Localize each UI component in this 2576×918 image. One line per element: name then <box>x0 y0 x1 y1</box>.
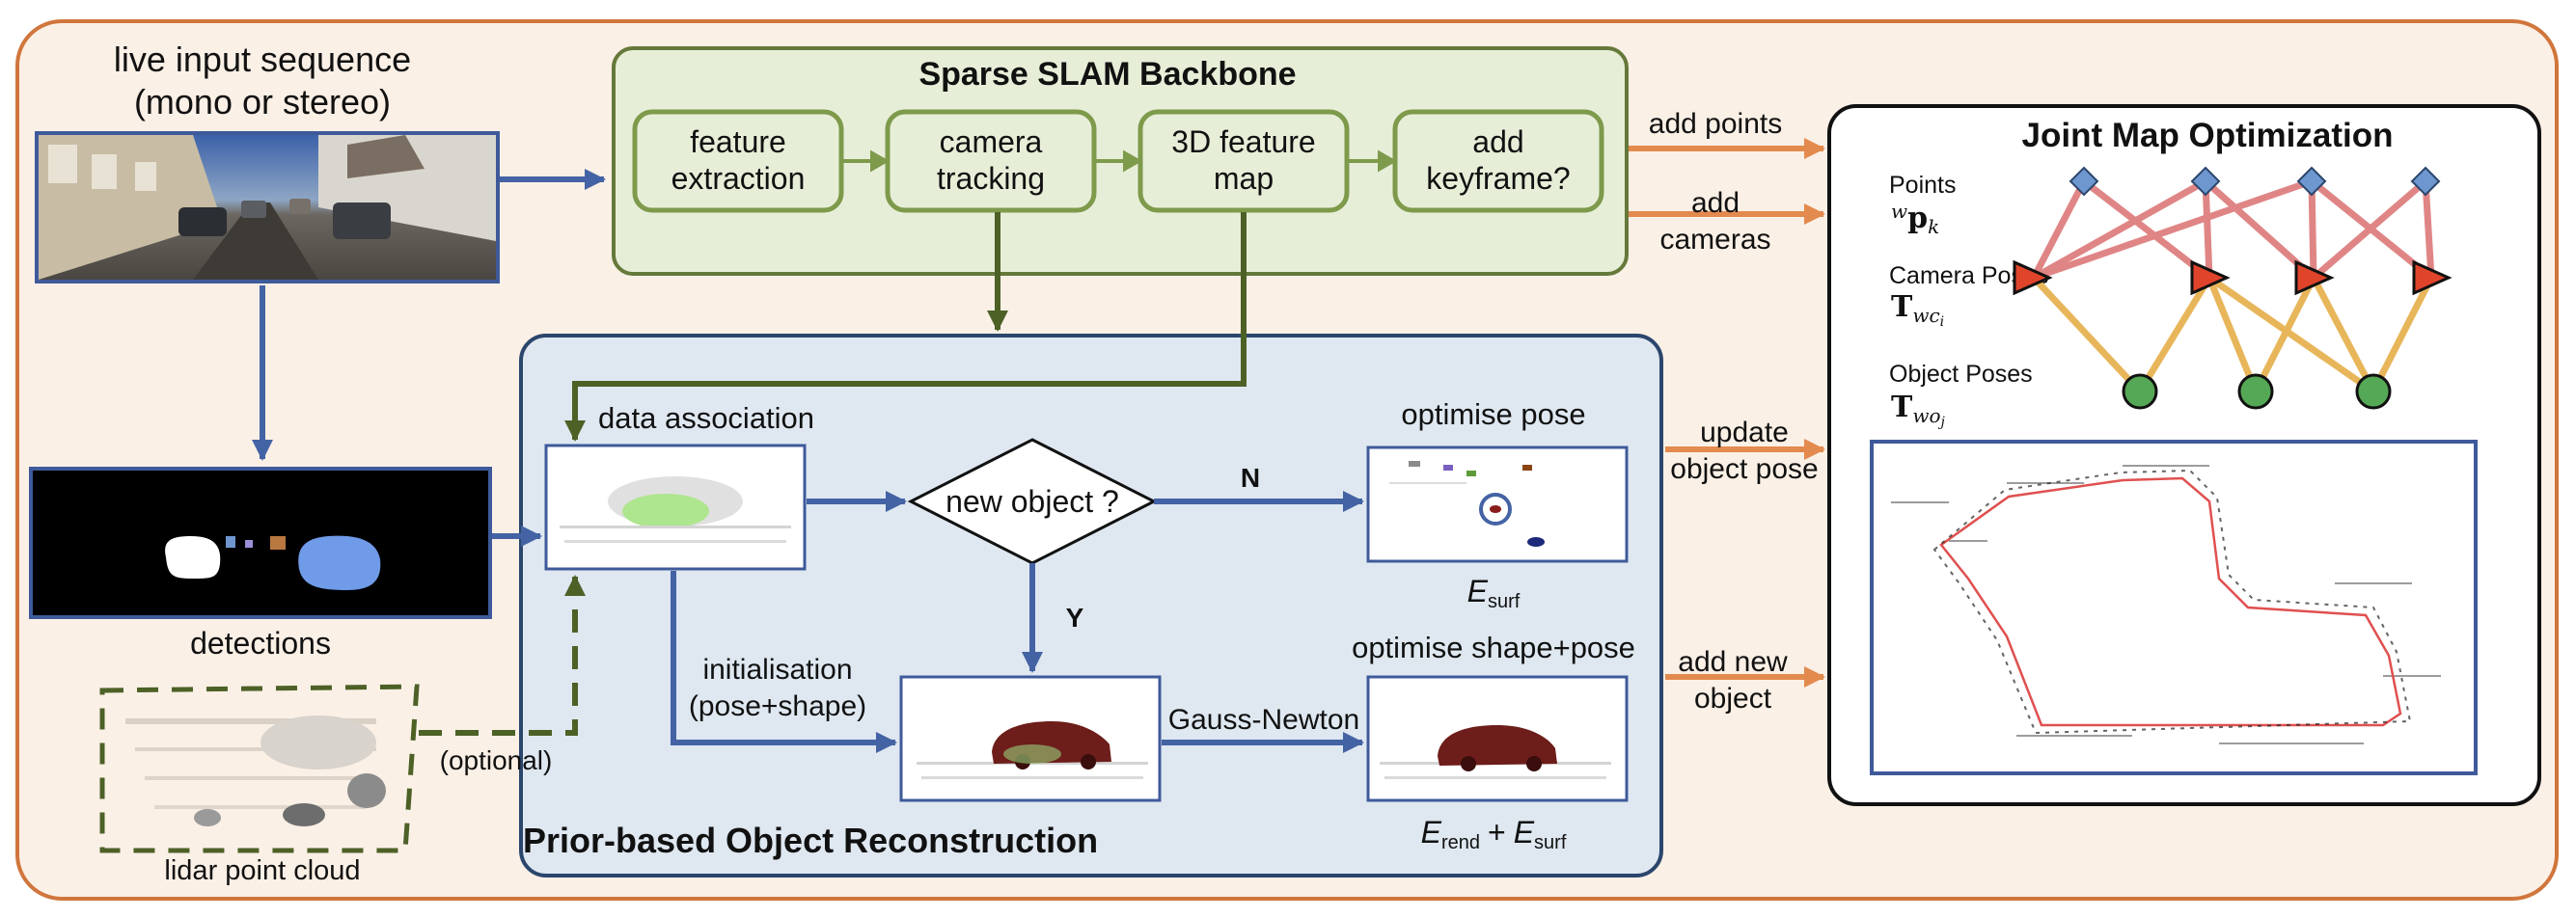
camera-nodes <box>2013 259 2453 296</box>
data-association-image <box>544 444 807 571</box>
no-branch-label: N <box>1241 463 1260 493</box>
camera-node <box>2294 259 2335 296</box>
input-title-line1: live input sequence <box>114 40 411 79</box>
slam-step-arrows <box>843 149 1398 173</box>
slam-step-camera-tracking: camera tracking <box>885 109 1097 213</box>
point-node <box>2190 166 2221 197</box>
slam-step-feature-extraction: feature extraction <box>632 109 844 213</box>
object-node <box>2237 373 2274 410</box>
lidar-point-cloud <box>125 716 386 826</box>
add-new-object-label-line2: object <box>1694 683 1772 715</box>
object-nodes <box>2122 373 2392 410</box>
camera-node <box>2013 259 2053 296</box>
initialisation-image <box>899 675 1162 802</box>
camera-node <box>2190 259 2231 296</box>
initialisation-label-line2: (pose+shape) <box>689 690 866 722</box>
object-node <box>2355 373 2392 410</box>
update-pose-label-line2: object pose <box>1670 453 1818 485</box>
camera-poses-symbol: Twci <box>1891 290 1944 330</box>
slam-title: Sparse SLAM Backbone <box>918 56 1296 93</box>
blue-arrows <box>252 169 1364 753</box>
add-cameras-label-line2: cameras <box>1659 224 1770 256</box>
e-rend-plus-e-surf-label: Erend+Esurf <box>1421 815 1567 853</box>
point-node <box>2296 166 2327 197</box>
points-symbol: wpk <box>1891 200 1939 238</box>
svg-text:keyframe?: keyframe? <box>1426 161 1570 196</box>
svg-text:camera: camera <box>940 124 1043 159</box>
svg-text:3D feature: 3D feature <box>1171 124 1315 159</box>
point-node <box>2410 166 2441 197</box>
add-points-label: add points <box>1649 108 1782 140</box>
street-image <box>35 131 500 284</box>
trajectory-path <box>1939 476 2402 727</box>
svg-text:tracking: tracking <box>937 161 1045 196</box>
object-poses-symbol: Twoj <box>1891 391 1946 430</box>
yes-branch-label: Y <box>1066 603 1084 633</box>
point-node <box>2069 166 2099 197</box>
optional-label: (optional) <box>440 745 553 775</box>
data-association-label: data association <box>598 401 814 435</box>
initialisation-label-line1: initialisation <box>702 654 852 686</box>
map-image <box>1870 440 2478 775</box>
detections-label: detections <box>190 626 331 661</box>
svg-text:extraction: extraction <box>671 161 806 196</box>
svg-text:map: map <box>1214 161 1274 196</box>
points-label: Points <box>1889 172 1956 199</box>
svg-text:Erend+Esurf: Erend+Esurf <box>1421 815 1567 853</box>
input-title-line2: (mono or stereo) <box>134 82 391 122</box>
reconstruction-title: Prior-based Object Reconstruction <box>523 821 1098 860</box>
optimise-pose-image <box>1366 446 1629 563</box>
green-arrows <box>419 212 1247 736</box>
object-node <box>2122 373 2158 410</box>
add-new-object-label-line1: add new <box>1678 646 1788 678</box>
point-nodes <box>2069 166 2441 197</box>
slam-step-3d-feature-map: 3D feature map <box>1137 109 1350 213</box>
optimise-shape-pose-label: optimise shape+pose <box>1352 631 1635 664</box>
camera-node <box>2412 259 2453 296</box>
lidar-frame <box>99 684 420 853</box>
optimise-shape-pose-image <box>1366 675 1629 802</box>
object-poses-label: Object Poses <box>1889 361 2033 388</box>
slam-step-add-keyframe: add keyframe? <box>1392 109 1604 213</box>
e-surf-label: Esurf <box>1467 574 1521 612</box>
svg-text:feature: feature <box>690 124 786 159</box>
lidar-label: lidar point cloud <box>164 855 360 886</box>
svg-text:new object ?: new object ? <box>945 484 1119 519</box>
factor-graph-edges <box>2030 177 2435 394</box>
orange-arrows <box>1629 138 1825 688</box>
update-pose-label-line1: update <box>1700 417 1789 448</box>
detections-image <box>29 467 492 619</box>
gauss-newton-label: Gauss-Newton <box>1168 704 1359 736</box>
joint-map-title: Joint Map Optimization <box>2022 117 2394 154</box>
optimise-pose-label: optimise pose <box>1401 397 1585 431</box>
svg-text:add: add <box>1472 124 1523 159</box>
add-cameras-label-line1: add <box>1691 187 1740 219</box>
svg-text:Esurf: Esurf <box>1467 574 1521 612</box>
